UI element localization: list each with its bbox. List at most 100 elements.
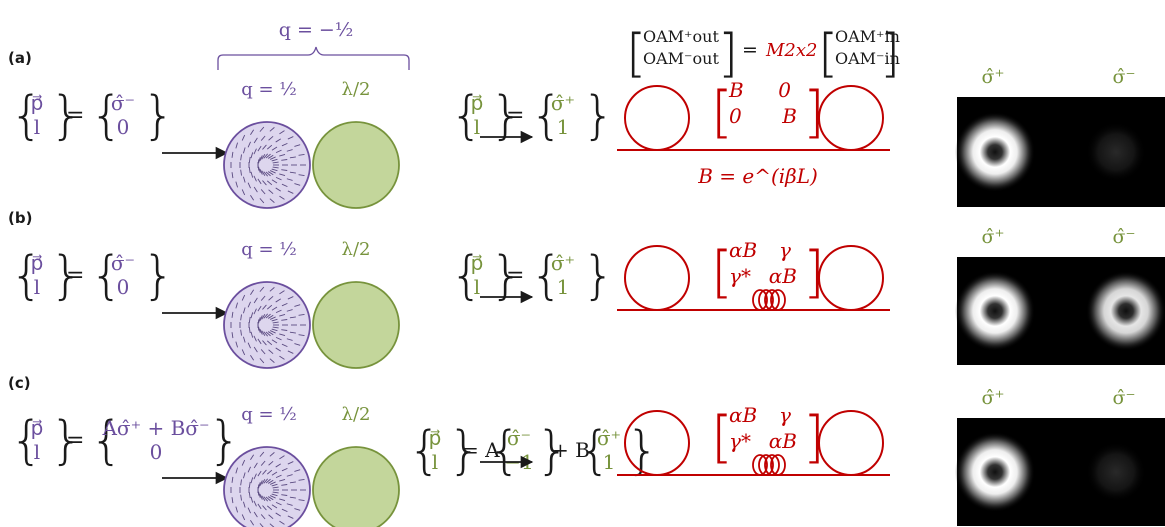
q-plate-stroke <box>272 326 279 329</box>
q-plate-stroke <box>259 155 263 162</box>
q-plate-stroke <box>272 161 279 164</box>
fiber-coil <box>764 454 780 476</box>
matrix-left-bracket: [ <box>711 240 733 305</box>
q-plate-stroke <box>253 462 258 469</box>
q-plate-stroke <box>241 349 246 356</box>
q-plate-stroke <box>271 179 278 184</box>
q-plate-stroke <box>250 194 255 201</box>
output-rhs: {σ̂⁺1} <box>530 246 615 306</box>
q-plate-stroke <box>268 460 274 466</box>
q-plate-stroke <box>261 330 266 336</box>
output-lhs-left-brace: { <box>450 86 483 146</box>
q-plate-stroke <box>272 491 279 494</box>
input-lhs-right-brace: } <box>50 246 83 306</box>
output-rhs-top: σ̂⁺ <box>551 91 575 115</box>
camera-image: σ̂⁺σ̂⁻ <box>955 66 1165 207</box>
q-plate-stroke <box>241 189 246 196</box>
q-plate-stroke <box>289 316 296 319</box>
q-plate-stroke <box>281 329 288 331</box>
q-plate-stroke <box>253 175 257 182</box>
beam-sigma-minus <box>1086 122 1146 182</box>
q-plate-stroke <box>269 481 276 485</box>
fiber-loop-right <box>818 85 884 151</box>
output-lhs-top: p⃗ <box>471 91 484 115</box>
q-plate-stroke <box>286 309 293 312</box>
q-plate-stroke <box>269 495 276 499</box>
q-plate-stroke <box>253 148 257 155</box>
q-plate-stroke <box>235 142 238 149</box>
q-plate-stroke <box>257 470 262 477</box>
q-plate-stroke <box>259 358 265 364</box>
q-plate-stroke <box>267 331 274 336</box>
q-plate-stroke <box>258 482 261 489</box>
q-plate-stroke <box>253 297 258 304</box>
q-plate-stroke <box>268 189 274 195</box>
q-plate-stroke <box>248 327 251 334</box>
beam-sigma-plus <box>955 271 1035 351</box>
oam-in-minus: OAM⁻in <box>835 49 900 68</box>
q-plate-stroke <box>266 304 273 310</box>
q-plate-stroke <box>257 305 262 312</box>
output-lhs: {p⃗l} <box>408 421 481 481</box>
output-state: {p⃗l}={σ̂⁺1} <box>450 246 615 306</box>
q-plate-stroke <box>240 329 242 336</box>
q-plate-stroke <box>275 463 281 468</box>
oam-in-plus: OAM⁺in <box>835 27 900 46</box>
q-plate-stroke <box>287 296 294 300</box>
q-plate-stroke <box>263 331 269 337</box>
q-plate-stroke <box>272 486 279 489</box>
matrix-right-bracket: ] <box>803 405 825 470</box>
q-plate-stroke <box>281 159 288 161</box>
q-plate-stroke <box>298 153 305 156</box>
q-plate-stroke <box>269 156 276 160</box>
q-plate-stroke <box>259 286 265 292</box>
q-plate-stroke <box>271 504 278 509</box>
q-plate-stroke <box>269 330 276 334</box>
fiber <box>617 85 890 151</box>
matrix-left-bracket: [ <box>711 405 733 470</box>
q-plate-stroke <box>287 190 294 194</box>
q-plate-stroke <box>271 471 278 476</box>
input-lhs-top: p⃗ <box>31 251 44 275</box>
q-plate-stroke <box>266 340 273 346</box>
output-equals: = <box>506 263 524 288</box>
q-plate-stroke <box>281 169 288 171</box>
q-plate-stroke <box>279 130 285 135</box>
q-plate-stroke <box>275 176 282 181</box>
fiber-coil <box>770 454 786 476</box>
output-lhs-right-brace: } <box>490 86 523 146</box>
input-rhs-right-brace: } <box>142 246 175 306</box>
output-state: {p⃗l}= A{σ̂⁻−1}+ B{σ̂⁺1} <box>408 421 659 481</box>
q-plate-stroke <box>275 474 282 479</box>
q-plate-stroke <box>267 479 274 484</box>
q-plate-stroke <box>267 154 274 159</box>
q-plate-stroke <box>262 304 267 310</box>
fiber-loop-left <box>624 85 690 151</box>
q-plate-stroke <box>279 478 286 482</box>
q-plate-stroke <box>275 501 282 506</box>
input-rhs-left-brace: { <box>90 411 123 471</box>
q-plate-stroke <box>250 331 254 338</box>
half-wave-plate <box>312 121 400 209</box>
output-lhs: {p⃗l} <box>450 246 523 306</box>
fiber-coil <box>764 289 780 311</box>
q-plate-stroke <box>269 127 275 132</box>
matrix-a11: αB <box>729 403 757 427</box>
right-bracket-in: ] <box>880 24 900 84</box>
q-plate-stroke <box>243 336 246 343</box>
q-plate-stroke <box>263 478 269 484</box>
q-plate-stroke <box>259 493 263 500</box>
q-plate-stroke <box>250 354 255 361</box>
q-plate-stroke <box>247 466 251 473</box>
q-plate-stroke <box>279 455 285 460</box>
q-plate-stroke <box>263 171 269 177</box>
q-plate-disk <box>223 446 311 527</box>
q-plate-stroke <box>271 146 278 151</box>
q-plate-stroke <box>253 473 257 480</box>
q-plate-label: q = ½ <box>241 239 297 260</box>
q-plate-stroke <box>268 295 274 301</box>
q-plate-stroke <box>298 499 305 502</box>
